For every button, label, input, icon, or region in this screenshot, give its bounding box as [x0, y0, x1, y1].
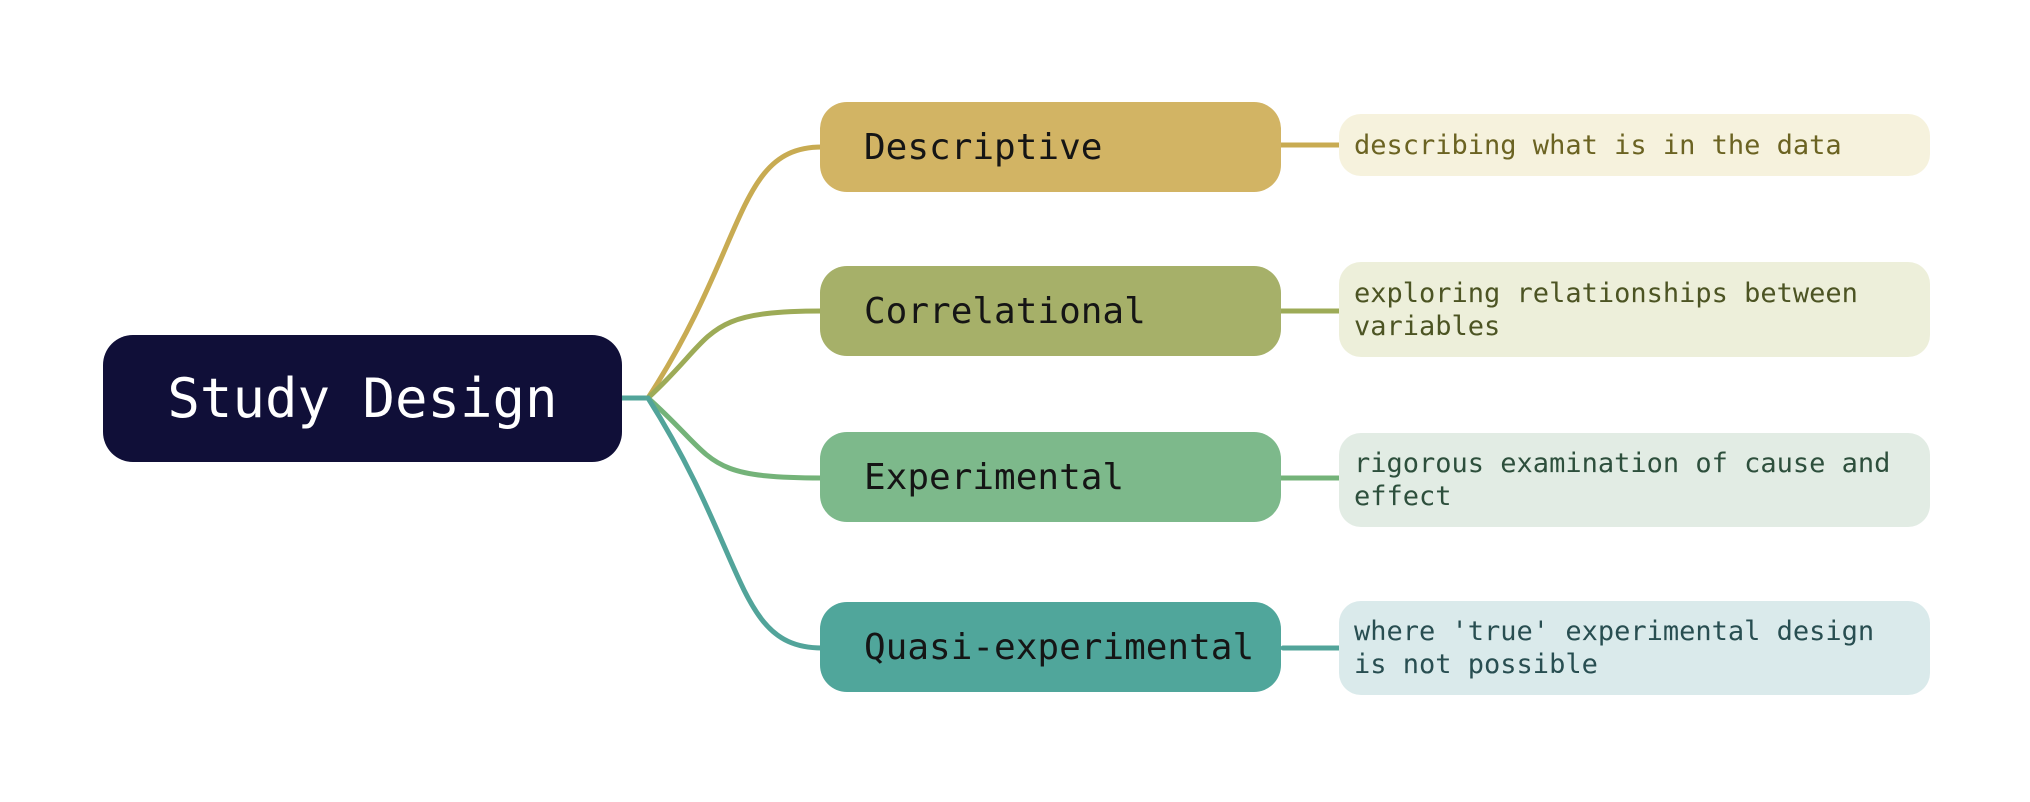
- description-text: describing what is in the data: [1354, 129, 1842, 161]
- branch-node-correlational: Correlational: [820, 266, 1281, 356]
- description-box-quasi-experimental: where 'true' experimental design is not …: [1339, 601, 1930, 695]
- root-node: Study Design: [103, 335, 622, 462]
- branch-curve-descriptive: [645, 144, 825, 401]
- branch-node-descriptive: Descriptive: [820, 102, 1281, 192]
- description-text: rigorous examination of cause and effect: [1354, 448, 1891, 512]
- branch-node-label: Quasi-experimental: [864, 626, 1255, 668]
- description-box-experimental: rigorous examination of cause and effect: [1339, 433, 1930, 527]
- branch-node-label: Experimental: [864, 456, 1125, 498]
- description-box-correlational: exploring relationships between variable…: [1339, 262, 1930, 357]
- branch-node-quasi-experimental: Quasi-experimental: [820, 602, 1281, 692]
- root-node-label: Study Design: [167, 367, 558, 430]
- description-text: exploring relationships between variable…: [1354, 277, 1858, 342]
- description-box-descriptive: describing what is in the data: [1339, 114, 1930, 176]
- branch-node-label: Descriptive: [864, 126, 1103, 168]
- branch-node-experimental: Experimental: [820, 432, 1281, 522]
- branch-curve-quasi: [645, 395, 825, 651]
- description-text: where 'true' experimental design is not …: [1354, 616, 1875, 680]
- branch-curve-correlational: [645, 308, 825, 401]
- branch-curve-experimental: [645, 395, 825, 481]
- branch-node-label: Correlational: [864, 290, 1146, 332]
